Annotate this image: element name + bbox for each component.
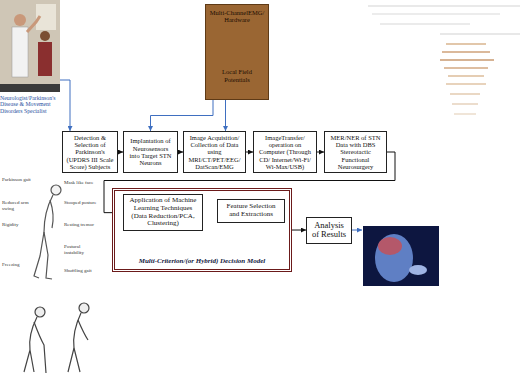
symptom-label: Freezing — [2, 262, 36, 268]
connector-arrow — [225, 100, 226, 131]
node-text: Implantation of Neurosensors into Target… — [127, 137, 174, 166]
figure-leg — [68, 348, 80, 372]
figure-cane — [34, 322, 46, 373]
document-line — [446, 43, 486, 45]
brain-head-image — [363, 226, 439, 286]
symptom-label: Stooped posture — [64, 200, 98, 206]
hand-shape — [409, 265, 427, 275]
patient-head — [40, 31, 50, 41]
doctor-head — [14, 14, 26, 26]
brain-shape — [378, 237, 402, 255]
image-ground — [363, 226, 439, 286]
symptom-label: Rigidity — [2, 222, 36, 228]
connector-arrow — [151, 100, 214, 131]
node-text: Application of Machine Learning Techniqu… — [127, 197, 199, 228]
document-line — [368, 5, 520, 7]
figure-leg — [24, 350, 34, 372]
connector-arrow — [292, 230, 306, 231]
figure-leg — [34, 232, 44, 278]
doctor-photo — [0, 0, 60, 92]
process-box: ImageTransfer/ operation on Computer (Th… — [253, 131, 317, 173]
figure-torso — [30, 317, 37, 350]
node-text: Local Field Potentials — [209, 68, 265, 83]
figure-leg — [44, 232, 52, 279]
patient-body — [38, 42, 52, 76]
figure-arm — [50, 200, 53, 228]
node-text: ImageTransfer/ operation on Computer (Th… — [257, 134, 313, 170]
figure-torso — [74, 313, 81, 348]
feedback-line — [352, 230, 362, 231]
symptom-label: Mask like face — [64, 180, 98, 186]
node-text: Image Acquisition/ Collection of Data us… — [187, 134, 242, 170]
figure-arm — [78, 320, 88, 340]
doctor-arm — [27, 16, 40, 32]
node-text: Detection & Selection of Parkinson's (UP… — [66, 134, 114, 170]
symptom-label: Postural instability — [64, 244, 98, 255]
feedback-line — [60, 80, 70, 131]
decision-model-frame: Multi-Criterion/(or Hybrid) Decision Mod… — [112, 188, 292, 272]
document-line — [440, 59, 494, 61]
faded-document — [368, 6, 520, 114]
node-text: Analysis of Results — [310, 221, 348, 240]
figure-head — [79, 303, 89, 313]
process-box: MER/NER of STN Data with DBS Stereotacti… — [324, 131, 387, 173]
photo-wall — [0, 0, 60, 92]
connector-arrow — [317, 152, 324, 153]
figure-head — [35, 307, 45, 317]
document-line — [380, 23, 470, 25]
symptom-label: Shuffling gait — [64, 268, 98, 274]
symptom-label: Parkinson gait — [2, 177, 36, 183]
document-line — [442, 51, 490, 53]
process-box: Application of Machine Learning Techniqu… — [123, 194, 203, 231]
head-shape — [375, 234, 413, 282]
node-text: Multi-Criterion/(or Hybrid) Decision Mod… — [118, 258, 286, 266]
document-line — [446, 83, 486, 85]
symptom-label: Reduced arm swing — [2, 200, 36, 211]
node-text: MER/NER of STN Data with DBS Stereotacti… — [328, 134, 383, 170]
hardware-box: Multi-ChannelEMG/ HardwareLocal Field Po… — [205, 4, 269, 100]
node-text: Feature Selection and Extractions — [221, 203, 281, 219]
document-line — [454, 113, 476, 115]
document-line — [448, 75, 484, 77]
photo-strip — [0, 84, 60, 92]
stooped-figures — [24, 303, 89, 373]
connector-arrow — [246, 152, 253, 153]
document-line — [444, 67, 488, 69]
process-box: Implantation of Neurosensors into Target… — [123, 131, 178, 173]
document-line — [440, 33, 520, 35]
document-line — [450, 93, 480, 95]
figure-torso — [44, 195, 53, 232]
process-box: Image Acquisition/ Collection of Data us… — [183, 131, 246, 173]
node-text: Multi-ChannelEMG/ Hardware — [209, 9, 265, 24]
parkinson-sketch — [34, 185, 61, 279]
photo-caption: Neurologist/Parkinson's Disease & Moveme… — [0, 95, 66, 114]
figure-head — [51, 185, 61, 195]
symptom-label: Resting tremor — [64, 222, 98, 228]
doctor-coat — [12, 27, 28, 77]
process-box: Feature Selection and Extractions — [217, 199, 285, 223]
document-line — [452, 103, 478, 105]
process-box: Detection & Selection of Parkinson's (UP… — [62, 131, 118, 173]
result-box: Analysis of Results — [306, 217, 352, 244]
document-line — [372, 13, 500, 15]
